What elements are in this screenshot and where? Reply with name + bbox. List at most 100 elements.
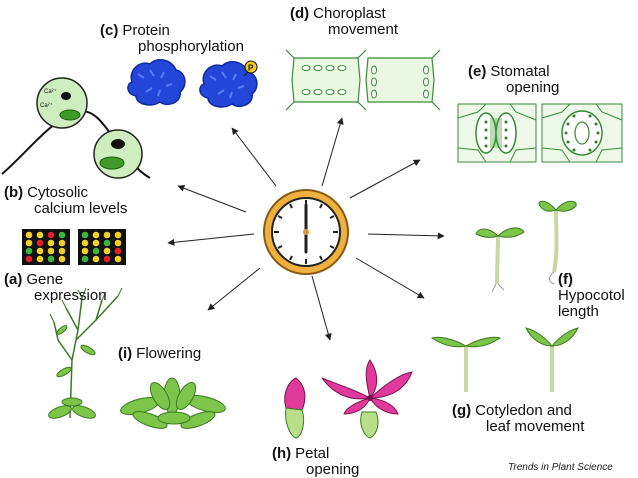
gene-spot	[25, 231, 33, 239]
source-credit: Trends in Plant Science	[508, 462, 613, 473]
gene-spot	[114, 239, 122, 247]
gene-spot	[103, 255, 111, 263]
gene-spot	[25, 247, 33, 255]
gene-spot	[25, 239, 33, 247]
label-text: Cytosolic	[27, 184, 89, 201]
arrow-to-chloroplast	[321, 117, 344, 187]
open-flower	[321, 359, 413, 439]
arrow-to-petal	[311, 275, 332, 341]
label-text: Protein	[122, 22, 170, 39]
gene-spot	[92, 231, 100, 239]
label-text: movement	[328, 21, 399, 38]
label-text: length	[558, 303, 599, 320]
gene-spot	[92, 247, 100, 255]
label-letter: (c)	[100, 22, 119, 39]
label-b: (b)Cytosolic calcium levels	[4, 185, 127, 217]
label-text: phosphorylation	[138, 38, 244, 55]
label-text: leaf movement	[486, 418, 585, 435]
label-text: Hypocotol	[558, 287, 625, 304]
label-letter: (b)	[4, 184, 24, 201]
label-letter: (g)	[452, 402, 472, 419]
label-text: opening	[306, 461, 360, 478]
gene-spot	[36, 231, 44, 239]
label-c: (c)Protein phosphorylation	[100, 23, 244, 55]
gene-spot	[92, 239, 100, 247]
gene-spot	[58, 231, 66, 239]
gene-spot	[103, 247, 111, 255]
phosphorylated-protein-icon	[199, 60, 258, 108]
gene-spot	[47, 247, 55, 255]
gene-spot	[36, 255, 44, 263]
label-text: Gene	[26, 271, 64, 288]
stomata-open	[541, 103, 623, 163]
gene-spot	[36, 239, 44, 247]
arrow-to-flowering	[207, 267, 261, 311]
label-a: (a)Gene expression	[4, 272, 107, 304]
arrows	[167, 117, 445, 341]
clock-icon	[263, 189, 349, 275]
label-g: (g)Cotyledon and leaf movement	[452, 403, 584, 435]
label-text: opening	[506, 79, 560, 96]
protein-icon	[127, 59, 186, 106]
label-f: (f) Hypocotol length	[558, 272, 625, 320]
arrow-to-stomata	[349, 159, 421, 199]
label-d: (d)Choroplast movement	[290, 6, 398, 38]
cotyledon-seedling-right	[525, 327, 579, 392]
arrow-to-gene	[167, 233, 255, 246]
label-letter: (e)	[468, 63, 487, 80]
flower-bud	[284, 377, 306, 439]
chloroplasts	[301, 65, 429, 99]
gene-expression-arrays	[22, 229, 126, 265]
gene-spot	[81, 255, 89, 263]
label-text: Choroplast	[313, 5, 386, 22]
gene-spot	[58, 239, 66, 247]
gene-spot	[81, 231, 89, 239]
gene-spot	[25, 255, 33, 263]
gene-spot	[47, 231, 55, 239]
calcium-cells	[1, 77, 151, 179]
label-e: (e)Stomatal opening	[468, 64, 559, 96]
arrow-to-protein	[231, 127, 277, 187]
calcium-ion-label: Ca²⁺	[40, 102, 53, 109]
arrow-to-calcium	[177, 184, 247, 213]
cotyledon-seedling-left	[430, 336, 502, 392]
gene-spot	[47, 255, 55, 263]
gene-spot	[114, 231, 122, 239]
phospho-mark: P	[248, 64, 254, 73]
flowering-plant-rosette-large	[120, 377, 226, 429]
label-i: (i)Flowering	[118, 346, 201, 362]
gene-spot	[81, 247, 89, 255]
gene-spot	[47, 239, 55, 247]
label-letter: (d)	[290, 5, 310, 22]
label-text: calcium levels	[34, 200, 128, 217]
label-letter: (a)	[4, 271, 23, 288]
label-text: Petal	[295, 445, 330, 462]
label-letter: (f)	[558, 271, 573, 288]
gene-spot	[92, 255, 100, 263]
label-text: expression	[34, 287, 107, 304]
gene-spot	[114, 247, 122, 255]
gene-spot	[36, 247, 44, 255]
label-letter: (h)	[272, 445, 292, 462]
flowering-plant-bolting	[49, 287, 123, 419]
seedling-long	[538, 200, 577, 285]
gene-spot	[81, 239, 89, 247]
label-letter: (i)	[118, 345, 133, 362]
label-text: Stomatal	[490, 63, 550, 80]
gene-spot	[58, 247, 66, 255]
label-text: Cotyledon and	[475, 402, 572, 419]
label-h: (h)Petal opening	[272, 446, 359, 478]
arrow-to-cotyledon	[355, 257, 425, 299]
gene-spot	[103, 231, 111, 239]
gene-spot	[103, 239, 111, 247]
arrow-to-hypocotyl	[367, 232, 445, 240]
chloroplast-cells	[285, 49, 441, 111]
stomata-closed	[457, 103, 537, 163]
seedling-short	[475, 227, 525, 293]
calcium-ion-label: Ca²⁺	[44, 88, 57, 95]
gene-spot	[58, 255, 66, 263]
label-text: Flowering	[136, 345, 202, 362]
gene-spot	[114, 255, 122, 263]
